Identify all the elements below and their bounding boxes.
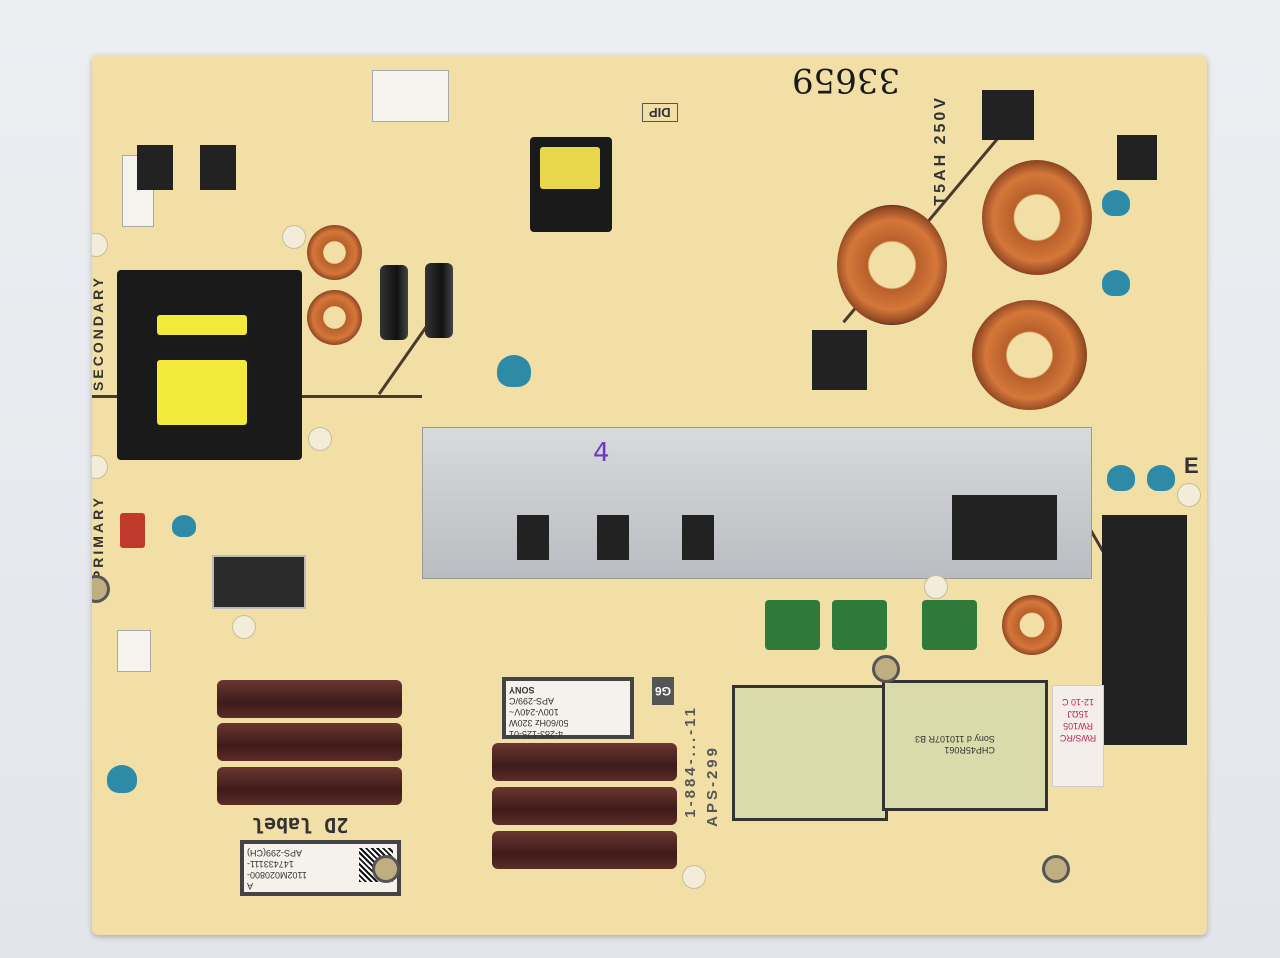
secondary-label: SECONDARY [92, 275, 106, 391]
rating-model: APS-299/C [509, 696, 555, 706]
rating-part-no: 4-283-125-01 [509, 729, 564, 739]
output-transformer: CHP45R061 Sony d 110107R B3 [882, 680, 1048, 811]
resistor-text-line2: RW105 15ΩJ [1063, 709, 1093, 731]
circuit-board: 33659 T5AH 250V DIP SECONDARY PRIMARY 4 [92, 55, 1207, 935]
toroid-inductor [972, 300, 1087, 410]
grade-text: G6 [654, 684, 671, 698]
resistor-text-line3: 12-10 C [1061, 697, 1095, 707]
relay [812, 330, 867, 390]
label-2d-text: 2D label [252, 813, 349, 837]
transistor [682, 515, 714, 560]
electrolytic-capacitor [217, 680, 402, 718]
standoff [282, 225, 306, 249]
board-id-line2: 1-884-...-11 [682, 705, 699, 818]
transistor [517, 515, 549, 560]
ceramic-capacitor [1102, 190, 1130, 216]
right-heatsink [1102, 515, 1187, 745]
regulator [200, 145, 236, 190]
electrolytic-capacitor [380, 265, 408, 340]
board-id: 1-884-...-11 [682, 705, 699, 818]
primary-label: PRIMARY [92, 495, 106, 581]
mounting-hole [372, 855, 400, 883]
handwritten-note: 33659 [792, 60, 900, 100]
label-2d: 2D label [252, 813, 348, 837]
standoff [232, 615, 256, 639]
grade-badge: G6 [652, 677, 674, 705]
electrolytic-capacitor [492, 831, 677, 869]
rating-label: 4-283-125-01 50/60Hz 320W 100V-240V~ APS… [502, 677, 634, 739]
fuse-rating: T5AH 250V [932, 95, 949, 206]
x-capacitor [120, 513, 145, 548]
transformer-text-line2: Sony d 110107R B3 [915, 734, 995, 744]
bridge-rectifier [952, 495, 1057, 560]
rating-brand: SONY [509, 685, 535, 695]
resistor-text-line1: RWS/RC [1059, 733, 1097, 743]
fuse-holder [982, 90, 1034, 140]
film-capacitor [832, 600, 887, 650]
output-transformer [732, 685, 888, 821]
electrolytic-capacitor [425, 263, 453, 338]
ceramic-capacitor [1107, 465, 1135, 491]
toroid-inductor [1002, 595, 1062, 655]
film-capacitor [765, 600, 820, 650]
handwritten-note-text: 33659 [792, 60, 901, 100]
mounting-hole [1042, 855, 1070, 883]
barcode-line4: A [247, 881, 254, 891]
rating-freq-power: 50/60Hz 320W [509, 718, 569, 728]
regulator [137, 145, 173, 190]
heatsink-mark: 4 [593, 438, 610, 468]
ceramic-capacitor [172, 515, 196, 537]
mounting-hole [92, 575, 110, 603]
transformer-label [540, 147, 600, 189]
transformer-label [157, 315, 247, 335]
connector [372, 70, 449, 122]
ceramic-capacitor [1147, 465, 1175, 491]
toroid-inductor [307, 290, 362, 345]
standoff [924, 575, 948, 599]
marker-e: E [1184, 453, 1199, 478]
toroid-inductor [837, 205, 947, 325]
barcode-line3: 1102M020800- [247, 870, 307, 880]
connector [117, 630, 151, 672]
power-resistor: RWS/RC RW105 15ΩJ 12-10 C [1052, 685, 1104, 787]
standoff [308, 427, 332, 451]
board-id-model: APS-299 [704, 745, 721, 827]
dip-marker: DIP [642, 103, 678, 122]
dip-text: DIP [649, 105, 671, 120]
ceramic-capacitor [1102, 270, 1130, 296]
film-capacitor [922, 600, 977, 650]
electrolytic-capacitor [217, 767, 402, 805]
small-transformer [530, 137, 612, 232]
barcode-line2: 147433111- [247, 859, 294, 869]
ceramic-capacitor [497, 355, 531, 387]
toroid-inductor [982, 160, 1092, 275]
standoff [1177, 483, 1201, 507]
toroid-inductor [307, 225, 362, 280]
electrolytic-capacitor [492, 787, 677, 825]
main-transformer [117, 270, 302, 460]
transistor-pair [212, 555, 306, 609]
transformer-text: CHP45R061 Sony d 110107R B3 [915, 733, 995, 755]
standoff [92, 455, 108, 479]
mounting-hole [872, 655, 900, 683]
electrolytic-capacitor [217, 723, 402, 761]
transformer-label [157, 360, 247, 425]
standoff [92, 233, 108, 257]
standoff [682, 865, 706, 889]
rating-input: 100V-240V~ [509, 707, 559, 717]
transistor [597, 515, 629, 560]
transformer-text-line1: CHP45R061 [944, 745, 995, 755]
electrolytic-capacitor [492, 743, 677, 781]
ceramic-capacitor [107, 765, 137, 793]
barcode-line1: APS-299(CH) [247, 848, 303, 858]
switch [1117, 135, 1157, 180]
